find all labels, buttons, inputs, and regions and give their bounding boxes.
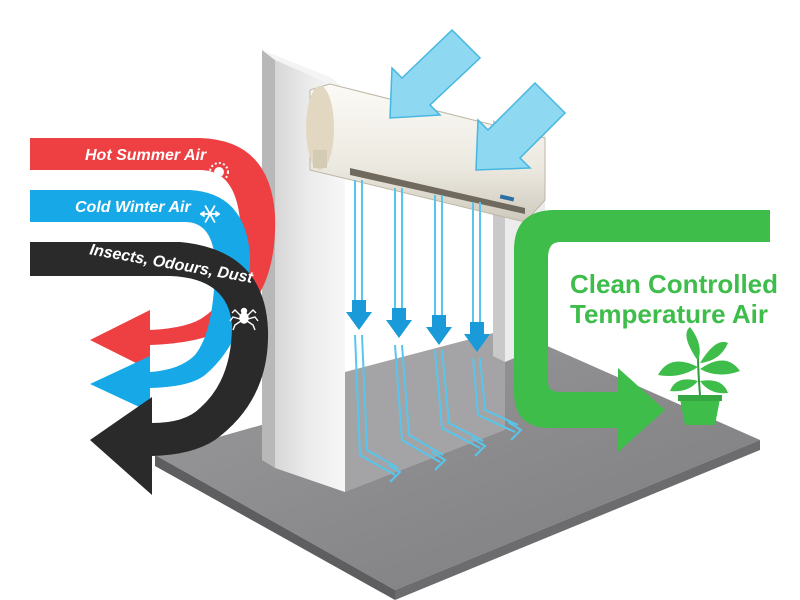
snowflake-icon: [200, 205, 220, 223]
dust-air-arrow: [30, 242, 269, 495]
spider-icon: [229, 307, 259, 331]
sun-icon: [209, 162, 229, 182]
clean-air-arrow: [514, 210, 770, 452]
doorway-floor: [345, 330, 505, 492]
cold-air-arrow: [30, 190, 251, 412]
downdraft-stream-3: [434, 195, 443, 323]
downdraft-stream-2: [394, 188, 403, 316]
cold-air-label: Cold Winter Air: [75, 199, 191, 216]
clean-air-label-line2: Temperature Air: [570, 299, 768, 329]
downdraft-arrowheads: [387, 421, 523, 483]
air-curtain-unit: [306, 83, 546, 223]
downdraft-curl-1: [354, 334, 396, 476]
plant-icon: [658, 327, 740, 425]
intake-arrow-right: [475, 81, 567, 171]
hot-air-label: Hot Summer Air: [85, 147, 207, 164]
intake-arrow-left: [389, 28, 482, 119]
downdraft-curl-4: [472, 357, 516, 433]
downdraft-stream-1: [354, 180, 363, 306]
downdraft-curl-3: [434, 349, 481, 449]
downdraft-curl-2: [394, 344, 441, 463]
downdraft-stream-4: [472, 202, 481, 331]
downdraft-solid-arrows: [346, 300, 490, 352]
clean-air-label-line1: Clean Controlled: [570, 269, 778, 299]
